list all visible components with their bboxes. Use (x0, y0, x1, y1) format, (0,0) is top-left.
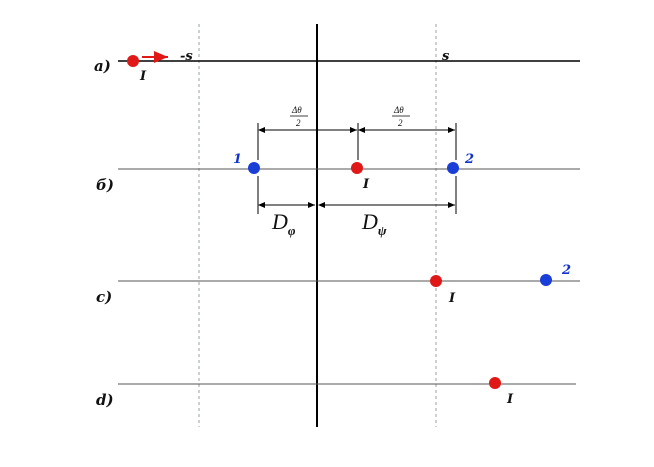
label-I-row-d: I (506, 392, 514, 407)
point-1-row-b (248, 162, 260, 174)
D-phi-subscript: φ (288, 223, 296, 238)
frac-right-num: Δθ (393, 105, 404, 115)
point-2-row-b (447, 162, 459, 174)
point-I-row-a (127, 55, 139, 67)
D-psi-subscript: ψ (378, 223, 387, 238)
label-2-row-b: 2 (464, 152, 474, 167)
label-minus-s: -s (180, 49, 193, 64)
point-I-row-b (351, 162, 363, 174)
label-s: s (442, 49, 450, 64)
frac-left-den: 2 (296, 118, 301, 128)
D-phi-letter: D (271, 209, 288, 234)
label-2-row-c: 2 (561, 263, 571, 278)
label-I-row-c: I (448, 291, 456, 306)
row-b-label: б) (96, 176, 114, 194)
row-a-label: a) (94, 57, 111, 75)
label-I-row-b: I (362, 177, 370, 192)
label-I-row-a: I (139, 69, 147, 84)
label-1-row-b: 1 (233, 152, 242, 167)
row-c-label: c) (96, 288, 112, 306)
label-D-psi: Dψ (361, 209, 387, 238)
frac-right-den: 2 (398, 118, 403, 128)
point-I-row-c (430, 275, 442, 287)
frac-left-num: Δθ (291, 105, 302, 115)
label-D-phi: Dφ (271, 209, 296, 238)
point-I-row-d (489, 377, 501, 389)
D-psi-letter: D (361, 209, 378, 234)
row-d-label: d) (96, 391, 114, 409)
point-2-row-c (540, 274, 552, 286)
